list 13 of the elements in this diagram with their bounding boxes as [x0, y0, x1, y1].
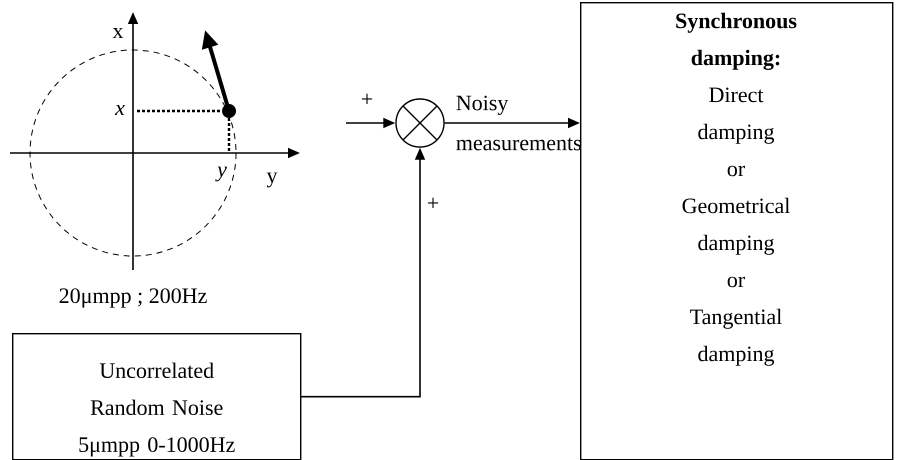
damping-box	[580, 2, 894, 460]
axis-label: y	[266, 172, 278, 188]
coordinate-label: x	[114, 104, 125, 116]
node-label: Synchronous damping:	[676, 12, 796, 70]
coordinate-label: y	[215, 166, 227, 182]
sign-label: +	[362, 94, 372, 104]
noise-source-box: Uncorrelated Random Noise 5μmpp 0-1000Hz	[12, 333, 302, 460]
amplitude-note: 20μmpp ; 200Hz	[60, 288, 207, 308]
sign-label: +	[428, 198, 438, 208]
axis-label: x	[112, 28, 124, 38]
node-label: Direct damping or Geometrical damping or Tangential damping	[682, 87, 790, 366]
edge-label: Noisy measurements	[456, 96, 581, 150]
summing-junction	[395, 98, 445, 148]
